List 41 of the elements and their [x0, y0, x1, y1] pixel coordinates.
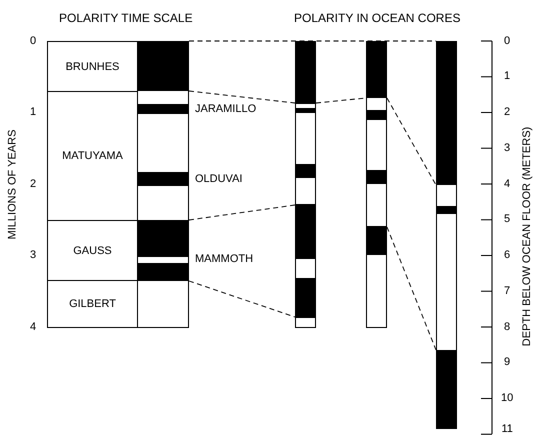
axis-label: MILLIONS OF YEARS	[7, 129, 18, 239]
correlation-line	[316, 98, 366, 104]
correlation-line	[188, 40, 436, 42]
tick-label: 7	[504, 286, 510, 297]
axis-label: DEPTH BELOW OCEAN FLOOR (METERS)	[522, 126, 533, 346]
polarity-column	[366, 41, 387, 328]
correlation-line	[188, 204, 296, 220]
correlation-line	[188, 280, 296, 318]
tick-label: 2	[30, 178, 36, 190]
tick-label: 10	[501, 393, 514, 404]
epoch-label: GILBERT	[69, 298, 116, 310]
tick-label: 3	[504, 142, 510, 154]
tick-label: 9	[504, 357, 510, 368]
polarity-column	[295, 41, 316, 328]
tick-label: 2	[504, 107, 510, 118]
event-label: JARAMILLO	[195, 104, 256, 114]
heading: POLARITY TIME SCALE	[59, 12, 193, 24]
epoch-label: MATUYAMA	[62, 150, 123, 162]
tick-label: 11	[502, 424, 513, 435]
tick-label: 6	[504, 250, 510, 261]
event-label: MAMMOTH	[195, 254, 254, 264]
epoch-box	[47, 280, 138, 328]
polarity-column	[436, 41, 457, 429]
tick-label: 1	[30, 107, 36, 118]
correlation-line	[188, 90, 296, 104]
polarity-column	[137, 41, 189, 328]
tick-label: 0	[30, 36, 36, 46]
tick-label: 3	[30, 250, 36, 261]
tick-label: 5	[504, 214, 510, 226]
event-label: OLDUVAI	[195, 174, 242, 184]
epoch-label: BRUNHES	[66, 60, 120, 72]
tick-label: 4	[504, 178, 510, 190]
correlation-line	[386, 98, 436, 186]
epoch-label: GAUSS	[73, 244, 112, 256]
tick-label: 1	[504, 71, 510, 82]
tick-label: 0	[504, 36, 510, 46]
heading: POLARITY IN OCEAN CORES	[294, 12, 460, 24]
tick-label: 4	[30, 322, 36, 332]
correlation-line	[386, 226, 436, 350]
tick-label: 8	[504, 322, 510, 332]
epoch-box	[47, 41, 138, 92]
